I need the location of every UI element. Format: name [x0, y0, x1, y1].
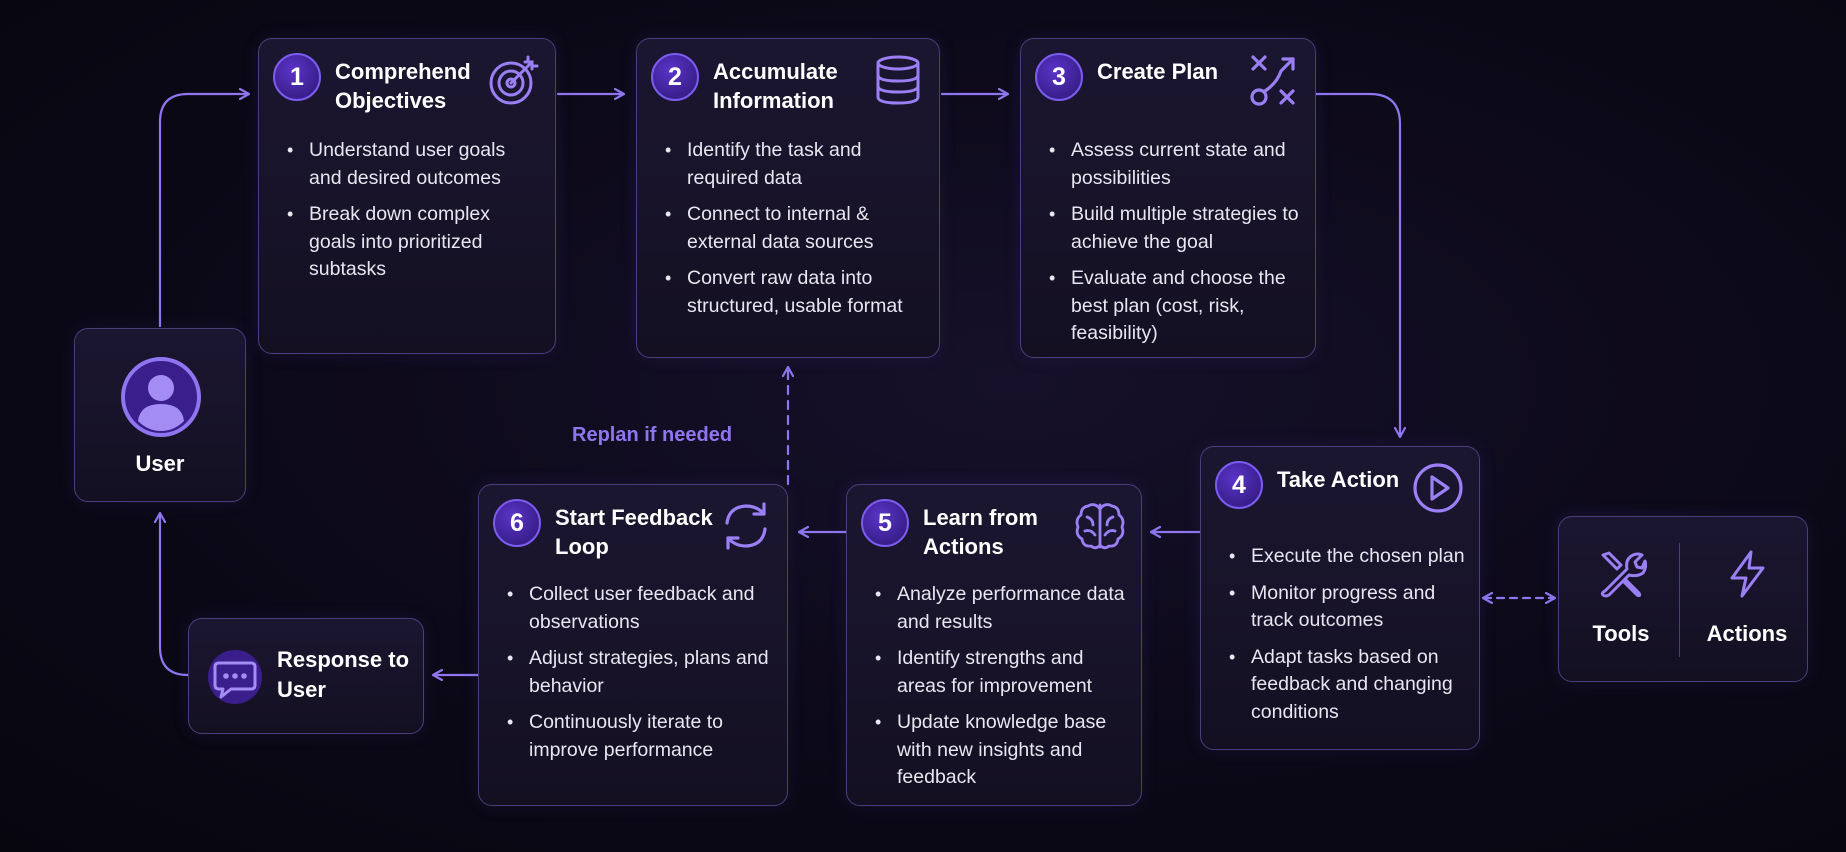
response-card[interactable]: Response to User	[188, 618, 424, 734]
step-bullet: Connect to internal & external data sour…	[665, 201, 925, 256]
step-number-badge: 3	[1035, 53, 1083, 101]
step-bullet-list: Execute the chosen plan Monitor progress…	[1229, 543, 1465, 735]
play-icon	[1413, 463, 1463, 513]
panel-divider	[1679, 543, 1680, 657]
step-number-badge: 6	[493, 499, 541, 547]
response-label: Response to User	[277, 647, 410, 702]
step-bullet: Understand user goals and desired outcom…	[287, 137, 541, 192]
step-bullet: Build multiple strategies to achieve the…	[1049, 201, 1301, 256]
step-title: Take Action	[1277, 467, 1400, 492]
chat-icon	[208, 650, 262, 704]
brain-icon	[1075, 503, 1125, 550]
step-card-4[interactable]: 4 Take Action Execute the chosen plan Mo…	[1200, 446, 1480, 750]
user-card[interactable]: User	[74, 328, 246, 502]
tools-section[interactable]: Tools	[1559, 517, 1683, 683]
step-bullet: Evaluate and choose the best plan (cost,…	[1049, 265, 1301, 348]
target-icon	[489, 55, 539, 105]
step-bullet-list: Understand user goals and desired outcom…	[287, 137, 541, 293]
step-title: Comprehend Objectives	[335, 59, 471, 113]
step-bullet: Adjust strategies, plans and behavior	[507, 645, 773, 700]
replan-label: Replan if needed	[572, 424, 733, 446]
database-icon	[876, 55, 920, 105]
step-number-badge: 4	[1215, 461, 1263, 509]
refresh-icon	[725, 502, 767, 550]
tools-icon	[1600, 551, 1647, 598]
tools-label: Tools	[1592, 621, 1650, 646]
step-card-5[interactable]: 5 Learn from Actions Analyze performance…	[846, 484, 1142, 806]
step-bullet-list: Assess current state and possibilities B…	[1049, 137, 1301, 357]
step-bullet: Continuously iterate to improve performa…	[507, 709, 773, 764]
actions-section[interactable]: Actions	[1685, 517, 1809, 683]
step-title: Create Plan	[1097, 59, 1219, 84]
arrow-step3-to-step4	[1314, 92, 1400, 436]
user-avatar-icon	[121, 357, 201, 437]
step-card-1[interactable]: 1 Comprehend Objectives Understand user …	[258, 38, 556, 354]
step-bullet: Assess current state and possibilities	[1049, 137, 1301, 192]
step-bullet: Execute the chosen plan	[1229, 543, 1465, 571]
step-bullet: Update knowledge base with new insights …	[875, 709, 1127, 792]
arrow-user-to-step1	[158, 94, 248, 328]
actions-label: Actions	[1706, 621, 1788, 646]
step-bullet: Adapt tasks based on feedback and changi…	[1229, 644, 1465, 727]
step-title: Learn from Actions	[923, 505, 1038, 559]
user-label: User	[135, 451, 185, 476]
step-title: Accumulate Information	[713, 59, 838, 113]
step-bullet: Convert raw data into structured, usable…	[665, 265, 925, 320]
step-number-badge: 5	[861, 499, 909, 547]
step-bullet: Analyze performance data and results	[875, 581, 1127, 636]
step-number-badge: 2	[651, 53, 699, 101]
step-bullet: Identify strengths and areas for improve…	[875, 645, 1127, 700]
arrow-response-to-user	[160, 514, 190, 677]
step-title: Start Feedback Loop	[555, 505, 713, 559]
step-card-2[interactable]: 2 Accumulate Information Identify the ta…	[636, 38, 940, 358]
lightning-icon	[1730, 550, 1765, 598]
step-number-badge: 1	[273, 53, 321, 101]
step-card-6[interactable]: 6 Start Feedback Loop Collect user feedb…	[478, 484, 788, 806]
step-bullet: Collect user feedback and observations	[507, 581, 773, 636]
tools-actions-panel[interactable]: Tools Actions	[1558, 516, 1808, 682]
step-bullet: Break down complex goals into prioritize…	[287, 201, 541, 284]
step-bullet-list: Analyze performance data and results Ide…	[875, 581, 1127, 801]
step-bullet-list: Identify the task and required data Conn…	[665, 137, 925, 329]
strategy-icon	[1250, 55, 1295, 106]
step-card-3[interactable]: 3 Create Plan Assess current state and p…	[1020, 38, 1316, 358]
step-bullet-list: Collect user feedback and observations A…	[507, 581, 773, 773]
step-bullet: Identify the task and required data	[665, 137, 925, 192]
step-bullet: Monitor progress and track outcomes	[1229, 580, 1465, 635]
